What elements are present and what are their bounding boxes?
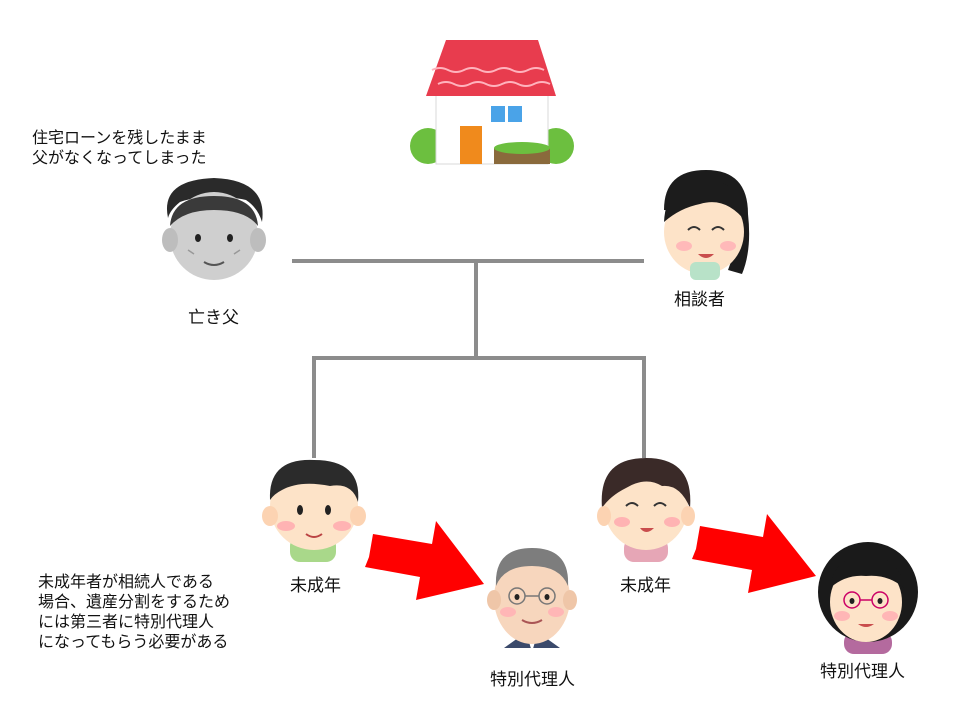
father-icon	[162, 178, 266, 280]
child1-label: 未成年	[290, 576, 341, 596]
rep2-label: 特別代理人	[820, 662, 905, 682]
rep1-label: 特別代理人	[490, 670, 575, 690]
old-woman-icon	[818, 542, 918, 654]
note-bottom-line: 場合、遺産分割をするため	[38, 592, 231, 611]
child-boy-icon	[262, 459, 366, 562]
child2-label: 未成年	[620, 576, 671, 596]
note-top-line: 住宅ローンを残したまま	[32, 128, 207, 147]
note-bottom-line: になってもらう必要がある	[38, 632, 229, 651]
family-tree-lines	[292, 259, 646, 458]
note-bottom-line: には第三者に特別代理人	[38, 612, 215, 631]
consultant-label: 相談者	[674, 290, 725, 310]
father-label: 亡き父	[188, 308, 239, 328]
note-bottom-line: 未成年者が相続人である	[38, 572, 214, 591]
note-top-line: 父がなくなってしまった	[32, 148, 207, 167]
arrow-child1-to-rep1	[365, 521, 484, 600]
child-girl-icon	[597, 458, 695, 562]
house-icon	[410, 40, 574, 165]
note-top: 住宅ローンを残したまま 父がなくなってしまった	[32, 128, 207, 168]
old-man-icon	[487, 548, 577, 652]
arrow-child2-to-rep2	[692, 514, 816, 593]
note-bottom: 未成年者が相続人である 場合、遺産分割をするため には第三者に特別代理人 になっ…	[38, 572, 230, 652]
mother-icon	[664, 170, 750, 280]
